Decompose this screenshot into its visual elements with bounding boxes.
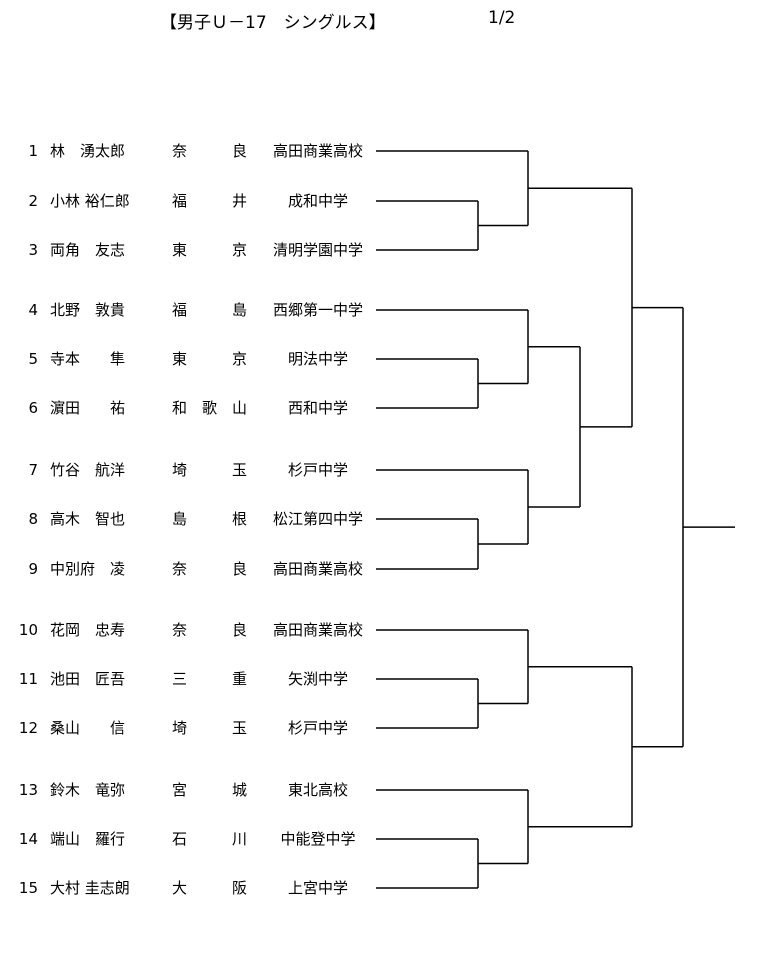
player-name: 濵田 祐 — [50, 399, 126, 417]
school: 東北高校 — [287, 781, 348, 799]
prefecture: 埼玉 — [172, 719, 293, 737]
player-name: 寺本 隼 — [50, 350, 126, 368]
school: 高田商業高校 — [272, 621, 363, 639]
seed-number: 12 — [18, 719, 38, 737]
prefecture: 三重 — [172, 670, 293, 688]
school: 松江第四中学 — [272, 510, 363, 528]
school: 中能登中学 — [280, 830, 356, 848]
school: 西郷第一中学 — [272, 301, 363, 319]
seed-number: 7 — [28, 461, 38, 479]
school: 矢渕中学 — [287, 670, 348, 688]
prefecture: 埼玉 — [172, 461, 293, 479]
school: 西和中学 — [287, 399, 348, 417]
player-name: 竹谷 航洋 — [50, 461, 126, 479]
seed-number: 2 — [28, 192, 38, 210]
prefecture: 福島 — [172, 301, 293, 319]
school: 清明学園中学 — [272, 241, 363, 259]
seed-number: 5 — [28, 350, 38, 368]
prefecture: 島根 — [172, 510, 293, 528]
player-name: 池田 匠吾 — [50, 670, 126, 688]
prefecture: 奈良 — [172, 621, 293, 639]
school: 杉戸中学 — [287, 461, 348, 479]
player-name: 両角 友志 — [50, 241, 126, 259]
seed-number: 3 — [28, 241, 38, 259]
seed-number: 10 — [18, 621, 38, 639]
school: 高田商業高校 — [272, 142, 363, 160]
school: 明法中学 — [287, 350, 348, 368]
prefecture: 奈良 — [172, 560, 293, 578]
school: 上宮中学 — [287, 879, 348, 897]
seed-number: 11 — [18, 670, 38, 688]
seed-number: 13 — [18, 781, 38, 799]
prefecture: 奈良 — [172, 142, 293, 160]
seed-number: 1 — [28, 142, 38, 160]
player-name: 端山 羅行 — [50, 830, 126, 848]
seed-number: 14 — [18, 830, 38, 848]
seed-number: 9 — [28, 560, 38, 578]
prefecture: 和歌山 — [172, 399, 263, 417]
player-name: 鈴木 竜弥 — [50, 781, 126, 799]
prefecture: 東京 — [172, 350, 293, 368]
prefecture: 福井 — [172, 192, 293, 210]
player-name: 中別府 凌 — [50, 560, 126, 578]
seed-number: 6 — [28, 399, 38, 417]
school: 高田商業高校 — [272, 560, 363, 578]
seed-number: 8 — [28, 510, 38, 528]
prefecture: 東京 — [172, 241, 293, 259]
player-name: 花岡 忠寿 — [50, 621, 126, 639]
school: 杉戸中学 — [287, 719, 348, 737]
prefecture: 石川 — [172, 830, 293, 848]
prefecture: 大阪 — [172, 879, 293, 897]
player-name: 高木 智也 — [50, 510, 126, 528]
prefecture: 宮城 — [172, 781, 293, 799]
page-number: 1/2 — [488, 8, 516, 28]
player-name: 林 湧太郎 — [50, 142, 126, 160]
page-title: 【男子Ｕ－17 シングルス】 — [160, 13, 386, 33]
player-name: 北野 敦貴 — [50, 301, 126, 319]
seed-number: 4 — [28, 301, 38, 319]
player-name: 大村 圭志朗 — [50, 879, 130, 897]
player-name: 小林 裕仁郎 — [50, 192, 130, 210]
school: 成和中学 — [287, 192, 348, 210]
player-name: 桑山 信 — [50, 719, 126, 737]
seed-number: 15 — [18, 879, 38, 897]
